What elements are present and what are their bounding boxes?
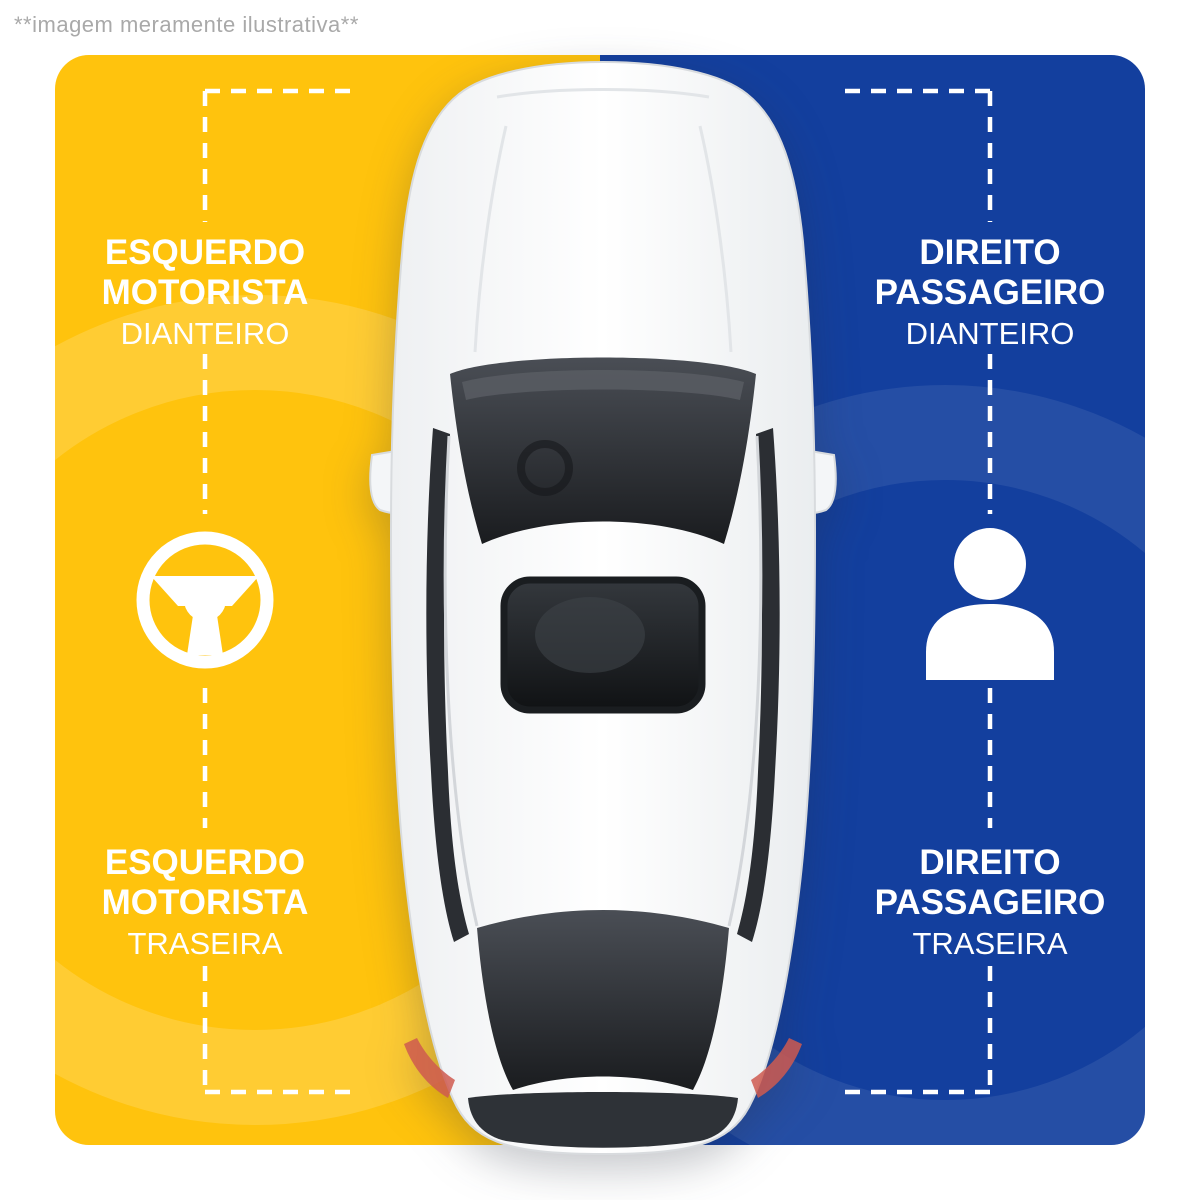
label-line: PASSAGEIRO [874, 272, 1106, 312]
passenger-icon [926, 528, 1054, 680]
label-line: TRASEIRA [127, 925, 283, 961]
label-line: ESQUERDO [104, 233, 306, 272]
roof-rails [443, 435, 763, 927]
disclaimer-text: **imagem meramente ilustrativa** [14, 12, 359, 37]
label-line: MOTORISTA [101, 882, 309, 922]
label-line: TRASEIRA [912, 925, 1068, 961]
dashboard-hint [462, 370, 744, 400]
label-line: DIREITO [919, 233, 1061, 272]
label-line: DIANTEIRO [120, 315, 290, 351]
left-bracket [202, 88, 360, 1095]
label-line: DIANTEIRO [905, 315, 1075, 351]
label-rear-passenger: DIREITO PASSAGEIRO TRASEIRA [825, 843, 1155, 964]
hood-creases [473, 88, 733, 353]
steering-hint [517, 440, 573, 496]
right-bracket [835, 88, 993, 1095]
rear-window-glass [477, 910, 729, 1090]
windshield-glass [450, 357, 756, 544]
right-taillight [751, 1038, 802, 1098]
label-line: DIREITO [919, 843, 1061, 882]
steering-wheel-icon [136, 531, 274, 669]
left-side-glass [426, 428, 469, 942]
left-taillight [404, 1038, 455, 1098]
label-line: PASSAGEIRO [874, 882, 1106, 922]
label-line: ESQUERDO [104, 843, 306, 882]
right-side-glass [737, 428, 780, 942]
label-rear-driver: ESQUERDO MOTORISTA TRASEIRA [40, 843, 370, 964]
label-front-driver: ESQUERDO MOTORISTA DIANTEIRO [40, 233, 370, 354]
rear-bumper [468, 1092, 738, 1148]
sunroof-reflection [535, 597, 645, 673]
label-line: MOTORISTA [101, 272, 309, 312]
label-front-passenger: DIREITO PASSAGEIRO DIANTEIRO [825, 233, 1155, 354]
